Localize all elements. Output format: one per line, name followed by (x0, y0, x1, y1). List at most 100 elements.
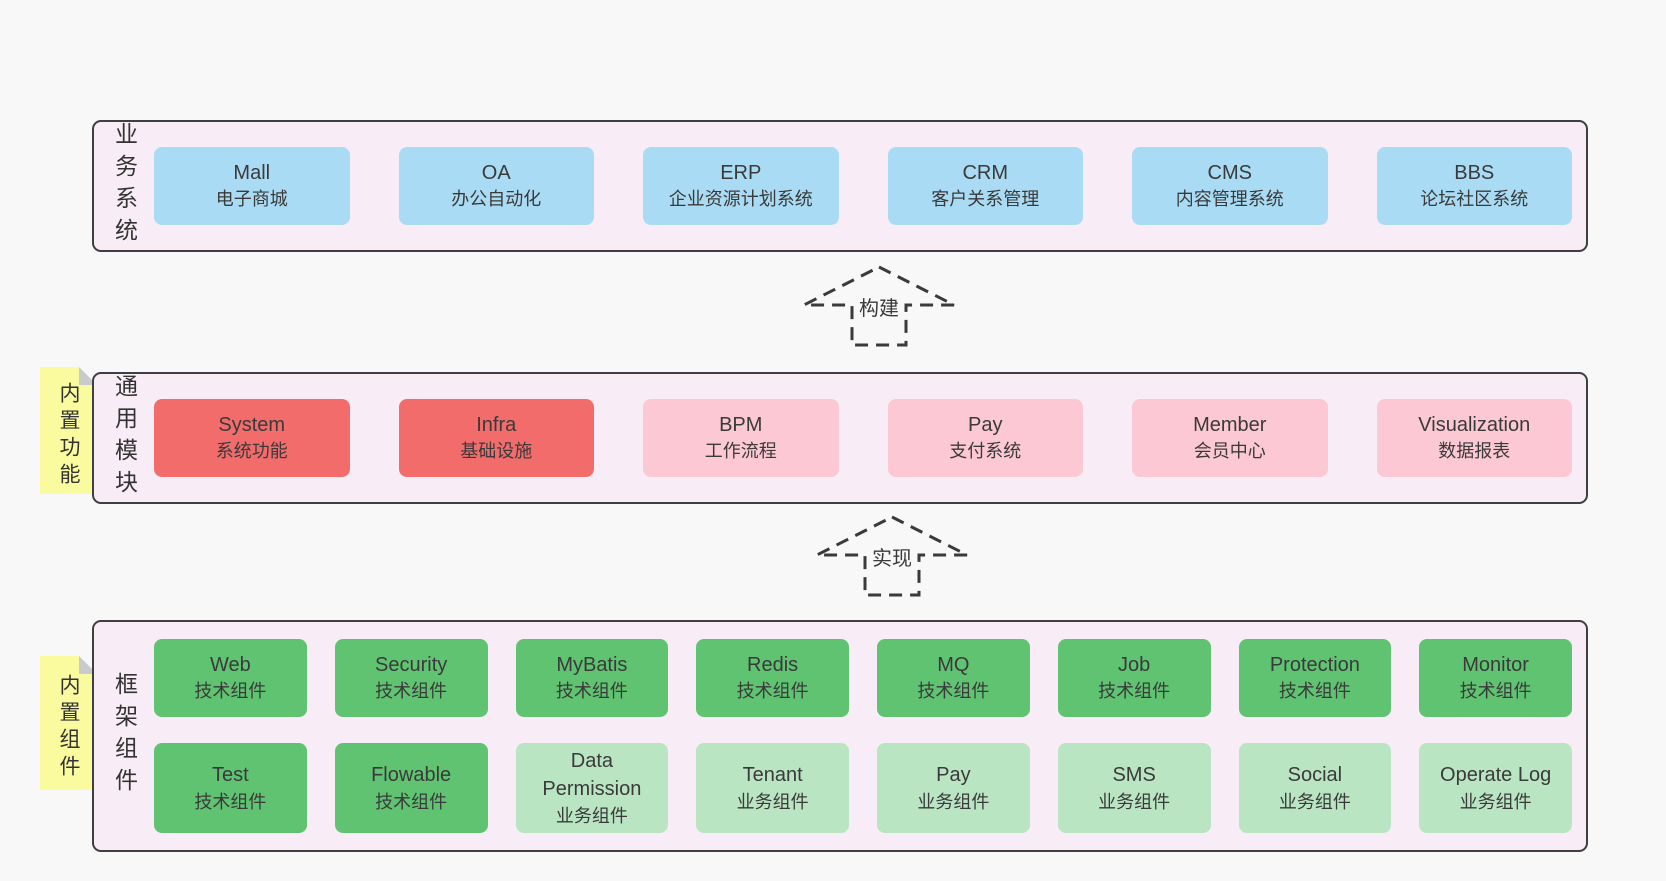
box-system: System 系统功能 (154, 399, 350, 477)
box-title: SMS (1112, 764, 1156, 787)
box-test: Test 技术组件 (154, 743, 307, 834)
box-flowable: Flowable 技术组件 (334, 743, 488, 834)
box-subtitle: 业务组件 (917, 791, 990, 812)
box-title: Pay (936, 764, 971, 787)
box-bbs: BBS 论坛社区系统 (1376, 147, 1572, 225)
arrow-label: 构建 (856, 291, 902, 322)
box-subtitle: 系统功能 (215, 441, 288, 462)
box-subtitle: 业务组件 (736, 791, 809, 812)
box-oa: OA 办公自动化 (398, 147, 594, 225)
arrow-implement: 实现 (807, 514, 977, 598)
box-subtitle: 电子商城 (215, 189, 288, 210)
box-subtitle: 技术组件 (1098, 681, 1171, 702)
box-monitor: Monitor 技术组件 (1419, 639, 1572, 717)
box-title: Monitor (1462, 654, 1529, 677)
layer-label-text: 业务系统 (111, 122, 138, 250)
box-visualization: Visualization 数据报表 (1376, 399, 1572, 477)
arrow-build: 构建 (794, 264, 964, 348)
note-label: 内置功能 (57, 381, 80, 490)
box-bpm: BPM 工作流程 (643, 399, 839, 477)
up-arrow-icon (803, 265, 955, 347)
box-operate-log: Operate Log 业务组件 (1419, 743, 1572, 834)
box-subtitle: 工作流程 (704, 441, 777, 462)
box-title: Visualization (1418, 414, 1531, 437)
box-title: Redis (747, 654, 799, 677)
box-title: BPM (719, 414, 763, 437)
box-title: Pay (968, 414, 1003, 437)
box-tenant: Tenant 业务组件 (696, 743, 849, 834)
box-crm: CRM 客户关系管理 (887, 147, 1083, 225)
box-subtitle: 技术组件 (375, 791, 448, 812)
box-title: Test (212, 764, 249, 787)
components-boxes: Web 技术组件 Security 技术组件 MyBatis 技术组件 Redi… (154, 622, 1586, 850)
sticky-note-built-in-features: 内置功能 (40, 367, 97, 494)
box-title: Tenant (742, 764, 803, 787)
layer-label-components: 框架组件 (94, 622, 154, 850)
box-subtitle: 基础设施 (460, 441, 533, 462)
box-title: MyBatis (556, 654, 628, 677)
box-title: BBS (1454, 162, 1495, 185)
box-title: Job (1118, 654, 1151, 677)
sticky-note-built-in-components: 内置组件 (40, 656, 97, 790)
box-title: OA (481, 162, 511, 185)
box-title: MQ (937, 654, 970, 677)
box-subtitle: 业务组件 (1098, 791, 1171, 812)
components-row-2: Test 技术组件 Flowable 技术组件 Data Permission … (154, 743, 1572, 834)
box-title: Protection (1269, 654, 1360, 677)
box-protection: Protection 技术组件 (1238, 639, 1392, 717)
up-arrow-icon (816, 515, 968, 597)
business-boxes: Mall 电子商城 OA 办公自动化 ERP 企业资源计划系统 CRM 客户关系… (154, 122, 1586, 250)
box-title: Member (1193, 414, 1267, 437)
box-title: CMS (1207, 162, 1252, 185)
box-subtitle: 支付系统 (949, 441, 1022, 462)
box-subtitle: 会员中心 (1193, 441, 1266, 462)
box-title: System (218, 414, 286, 437)
box-subtitle: 技术组件 (375, 681, 448, 702)
box-title: Infra (476, 414, 517, 437)
box-title: Social (1287, 764, 1343, 787)
modules-boxes: System 系统功能 Infra 基础设施 BPM 工作流程 Pay 支付系统… (154, 374, 1586, 502)
modules-row: System 系统功能 Infra 基础设施 BPM 工作流程 Pay 支付系统… (154, 399, 1572, 477)
box-subtitle: 技术组件 (194, 681, 267, 702)
box-pay: Pay 支付系统 (887, 399, 1083, 477)
box-infra: Infra 基础设施 (398, 399, 594, 477)
box-subtitle: 业务组件 (555, 805, 628, 826)
box-mq: MQ 技术组件 (877, 639, 1030, 717)
box-subtitle: 技术组件 (1459, 681, 1532, 702)
box-mybatis: MyBatis 技术组件 (515, 639, 669, 717)
box-social: Social 业务组件 (1238, 743, 1392, 834)
box-subtitle: 论坛社区系统 (1420, 189, 1529, 210)
box-subtitle: 内容管理系统 (1175, 189, 1284, 210)
box-subtitle: 业务组件 (1459, 791, 1532, 812)
layer-label-text: 通用模块 (111, 374, 138, 502)
box-subtitle: 技术组件 (194, 791, 267, 812)
box-subtitle: 办公自动化 (451, 189, 542, 210)
components-row-1: Web 技术组件 Security 技术组件 MyBatis 技术组件 Redi… (154, 639, 1572, 717)
box-subtitle: 技术组件 (555, 681, 628, 702)
box-subtitle: 客户关系管理 (931, 189, 1040, 210)
layer-common-modules: 通用模块 System 系统功能 Infra 基础设施 BPM 工作流程 Pay (92, 372, 1588, 504)
note-label: 内置组件 (57, 674, 80, 782)
box-subtitle: 数据报表 (1438, 441, 1511, 462)
box-title: Security (375, 654, 448, 677)
box-pay-business: Pay 业务组件 (877, 743, 1030, 834)
arrow-label: 实现 (869, 541, 915, 572)
box-title: Data Permission (542, 750, 642, 801)
box-member: Member 会员中心 (1132, 399, 1328, 477)
box-job: Job 技术组件 (1057, 639, 1211, 717)
box-title: ERP (720, 162, 762, 185)
box-title: Mall (233, 162, 271, 185)
box-title: Flowable (371, 764, 452, 787)
box-cms: CMS 内容管理系统 (1132, 147, 1328, 225)
box-subtitle: 技术组件 (917, 681, 990, 702)
box-redis: Redis 技术组件 (696, 639, 849, 717)
box-title: Web (209, 654, 251, 677)
box-subtitle: 业务组件 (1278, 791, 1351, 812)
box-title: CRM (962, 162, 1009, 185)
layer-business-systems: 业务系统 Mall 电子商城 OA 办公自动化 ERP 企业资源计划系统 CRM (92, 120, 1588, 252)
layer-label-text: 框架组件 (111, 672, 138, 801)
box-data-permission: Data Permission 业务组件 (515, 743, 669, 834)
box-subtitle: 技术组件 (736, 681, 809, 702)
box-subtitle: 技术组件 (1278, 681, 1351, 702)
